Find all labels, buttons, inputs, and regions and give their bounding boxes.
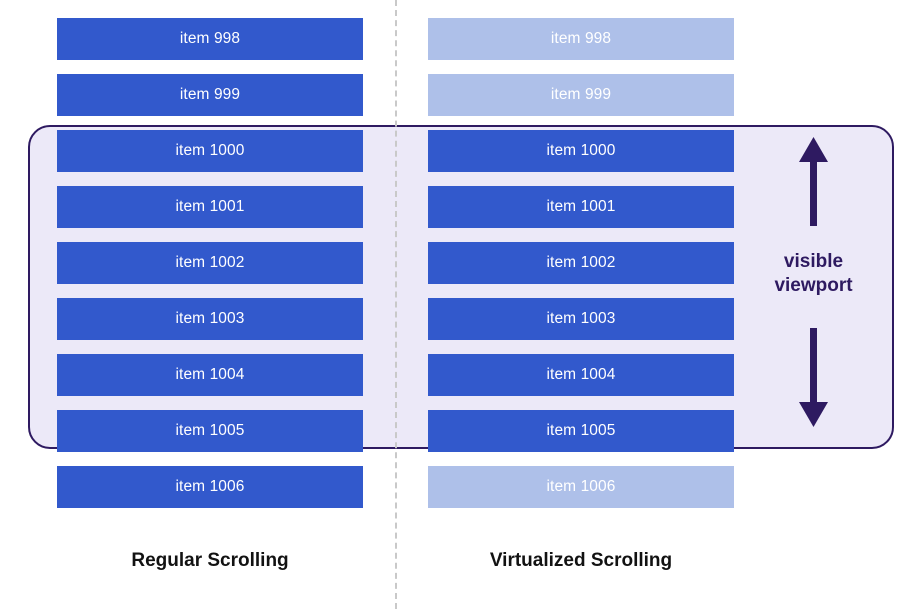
list-item[interactable]: item 999 xyxy=(57,74,363,116)
list-item[interactable]: item 1000 xyxy=(57,130,363,172)
list-item[interactable]: item 1004 xyxy=(57,354,363,396)
visible-viewport-label-line2: viewport xyxy=(774,275,853,297)
virtualized-scrolling-list: item 998 item 999 item 1000 item 1001 item 1… xyxy=(428,0,734,520)
regular-scrolling-list: item 998 item 999 item 1000 item 1001 item 1… xyxy=(57,0,363,520)
list-item[interactable]: item 1005 xyxy=(57,410,363,452)
list-item[interactable]: item 1004 xyxy=(428,354,734,396)
visible-viewport-label-line1: visible xyxy=(783,251,844,272)
visible-viewport-annotation: visible viewport xyxy=(746,132,881,442)
double-headed-arrow-icon xyxy=(799,137,828,427)
visible-viewport-label: visible viewport xyxy=(746,250,881,299)
list-item[interactable]: item 1000 xyxy=(428,130,734,172)
list-item[interactable]: item 1001 xyxy=(57,186,363,228)
list-item[interactable]: item 999 xyxy=(428,74,734,116)
caption-virtualized-scrolling: Virtualized Scrolling xyxy=(489,550,673,571)
list-item[interactable]: item 1006 xyxy=(57,466,363,508)
list-item[interactable]: item 1006 xyxy=(428,466,734,508)
list-item[interactable]: item 1003 xyxy=(428,298,734,340)
list-item[interactable]: item 1002 xyxy=(57,242,363,284)
column-divider xyxy=(395,0,397,609)
list-item[interactable]: item 998 xyxy=(57,18,363,60)
list-item[interactable]: item 998 xyxy=(428,18,734,60)
list-item[interactable]: item 1002 xyxy=(428,242,734,284)
list-item[interactable]: item 1005 xyxy=(428,410,734,452)
caption-regular-scrolling: Regular Scrolling xyxy=(131,550,289,571)
list-item[interactable]: item 1003 xyxy=(57,298,363,340)
list-item[interactable]: item 1001 xyxy=(428,186,734,228)
